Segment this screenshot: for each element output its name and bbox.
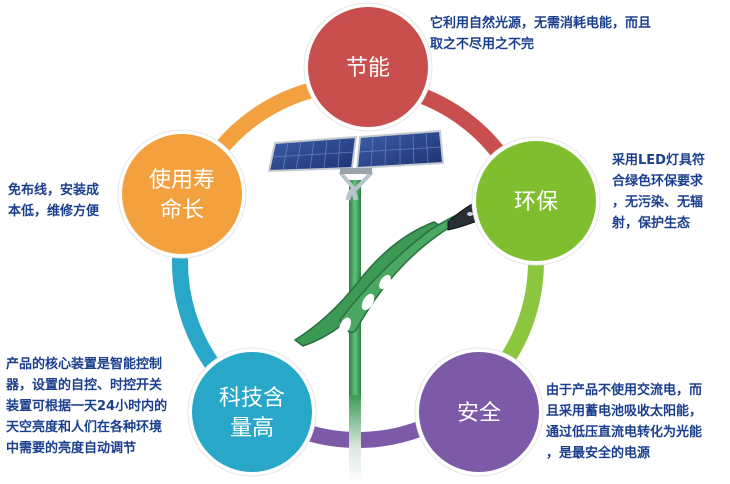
node-circle-energy	[308, 7, 428, 127]
description-line: 天空亮度和人们在各种环境	[6, 420, 163, 435]
node-label-eco: 环保	[514, 190, 558, 215]
node-energy: 节能	[303, 2, 433, 132]
description-line: 通过低压直流电转化为光能	[546, 425, 703, 440]
description-line: 本低，维修方便	[8, 204, 100, 219]
description-line: 采用LED灯具符	[612, 153, 705, 168]
solar-panel-icon	[267, 129, 445, 174]
description-line: 射，保护生态	[612, 216, 691, 231]
node-label-lifespan: 使用寿	[149, 168, 215, 193]
description-line: 它利用自然光源，无需消耗电能，而且	[430, 16, 652, 31]
node-safety: 安全	[414, 347, 544, 477]
description-line: 免布线，安装成	[8, 183, 100, 198]
panel-bracket	[338, 170, 374, 192]
description-line: 装置可根据一天24小时内的	[6, 399, 168, 414]
node-label-tech: 科技含	[219, 386, 285, 411]
lamp-pole-base	[349, 395, 361, 484]
description-eco: 采用LED灯具符合绿色环保要求 ，无污染、无辐射，保护生态	[612, 150, 727, 234]
description-safety: 由于产品不使用交流电，而且采用蓄电池吸收太阳能， 通过低压直流电转化为光能 ，是最安…	[546, 380, 728, 464]
description-line: ，是最安全的电源	[546, 446, 651, 461]
description-line: 由于产品不使用交流电，而	[546, 383, 703, 398]
node-eco: 环保	[471, 136, 601, 266]
description-lifespan: 免布线，安装成本低，维修方便	[8, 180, 126, 222]
description-line: 且采用蓄电池吸收太阳能，	[546, 404, 703, 419]
description-line: 取之不尽用之不完	[430, 37, 535, 52]
lamp-arm	[293, 199, 500, 347]
node-circle-lifespan	[122, 134, 242, 254]
node-label-safety: 安全	[457, 401, 501, 426]
node-circle-tech	[192, 352, 312, 472]
node-label-energy: 节能	[346, 56, 390, 81]
description-line: ，无污染、无辐	[612, 195, 704, 210]
description-line: 器，设置的自控、时控开关	[6, 378, 163, 393]
description-line: 合绿色环保要求	[612, 174, 704, 189]
node-label-lifespan: 命长	[160, 198, 204, 223]
node-circle-eco	[476, 141, 596, 261]
description-line: 中需要的亮度自动调节	[6, 441, 137, 456]
node-circle-safety	[419, 352, 539, 472]
description-energy: 它利用自然光源，无需消耗电能，而且取之不尽用之不完	[430, 13, 720, 55]
description-tech: 产品的核心装置是智能控制器，设置的自控、时控开关装置可根据一天24小时内的天空亮…	[6, 354, 206, 459]
description-line: 产品的核心装置是智能控制	[6, 357, 163, 372]
node-label-tech: 量高	[230, 416, 274, 441]
